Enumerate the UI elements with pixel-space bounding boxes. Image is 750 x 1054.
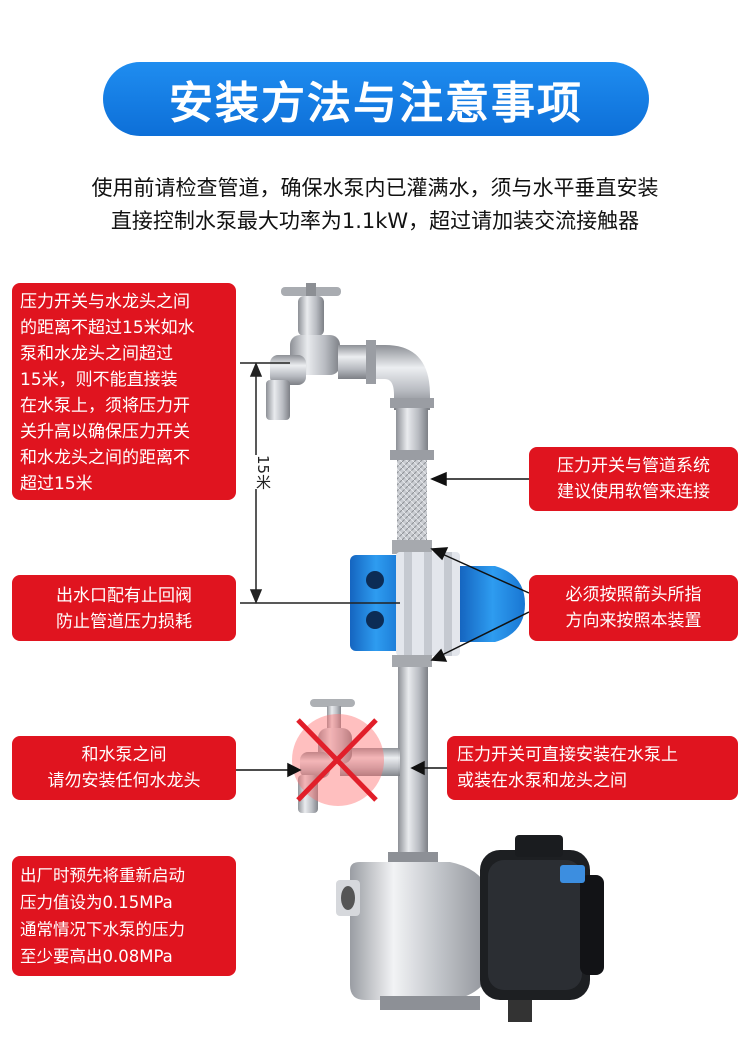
note-line: 出水口配有止回阀 [56,586,192,606]
note-line: 超过15米 [20,474,93,494]
note-line: 至少要高出0.08MPa [20,947,173,966]
note-arrow-direction: 必须按照箭头所指 方向来按照本装置 [529,575,738,641]
top-elbow-pipe [366,340,434,460]
top-faucet [266,283,378,420]
note-line: 和水泵之间 [81,745,167,765]
note-line: 出厂时预先将重新启动 [20,866,185,885]
water-pump [336,835,604,1022]
note-factory-pressure: 出厂时预先将重新启动 压力值设为0.15MPa 通常情况下水泵的压力 至少要高出… [12,856,236,976]
note-use-hose: 压力开关与管道系统 建议使用软管来连接 [529,447,738,511]
note-line: 或装在水泵和龙头之间 [457,771,627,791]
note-line: 15米，则不能直接装 [20,370,178,390]
note-line: 压力开关可直接安装在水泵上 [457,745,678,765]
note-line: 防止管道压力损耗 [56,612,192,632]
note-line: 通常情况下水泵的压力 [20,920,185,939]
intro-line-1: 使用前请检查管道，确保水泵内已灌满水，须与水平垂直安装 [91,176,659,200]
note-no-faucet: 和水泵之间 请勿安装任何水龙头 [12,736,236,800]
braided-hose [397,460,427,542]
note-line: 请勿安装任何水龙头 [47,771,201,791]
note-distance-limit: 压力开关与水龙头之间 的距离不超过15米如水 泵和水龙头之间超过 15米，则不能… [12,283,236,500]
note-line: 和水龙头之间的距离不 [20,448,190,468]
note-line: 压力值设为0.15MPa [20,893,173,912]
note-line: 关升高以确保压力开关 [20,422,190,442]
note-check-valve: 出水口配有止回阀 防止管道压力损耗 [12,575,236,641]
pointer-arrows [236,471,530,778]
lower-faucet [292,699,400,813]
note-mount-position: 压力开关可直接安装在水泵上 或装在水泵和龙头之间 [447,736,738,800]
note-line: 的距离不超过15米如水 [20,318,195,338]
pressure-switch [350,552,525,656]
note-line: 建议使用软管来连接 [557,482,710,502]
note-line: 压力开关与管道系统 [557,456,710,476]
distance-label: 15米 [238,455,274,490]
intro-line-2: 直接控制水泵最大功率为1.1kW，超过请加装交流接触器 [110,209,640,233]
page-title: 安装方法与注意事项 [103,62,649,136]
note-line: 压力开关与水龙头之间 [20,292,190,312]
note-line: 方向来按照本装置 [565,611,702,631]
note-line: 必须按照箭头所指 [565,585,702,605]
note-line: 泵和水龙头之间超过 [20,344,173,364]
note-line: 在水泵上，须将压力开 [20,396,190,416]
